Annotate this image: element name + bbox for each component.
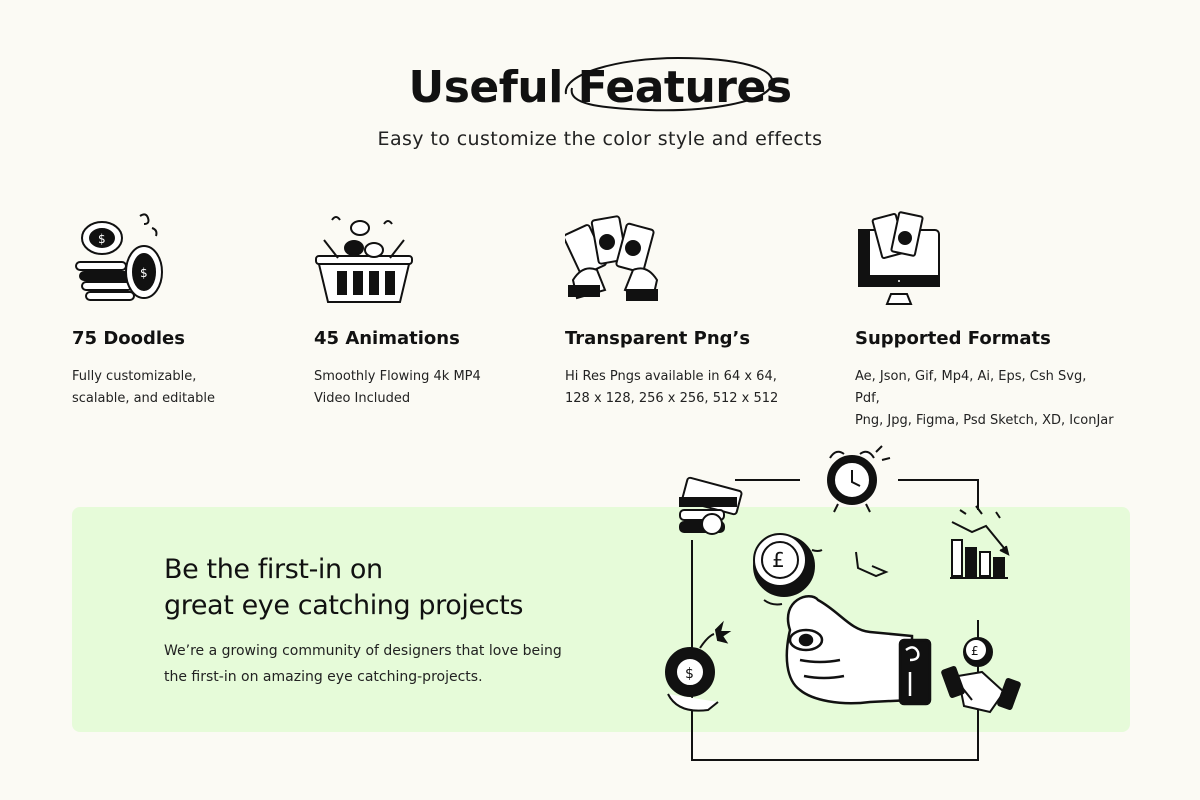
feature-description: Fully customizable, scalable, and editab…: [72, 369, 215, 406]
feature-title: Transparent Png’s: [565, 328, 751, 349]
feature-description: Ae, Json, Gif, Mp4, Ai, Eps, Csh Svg, Pd…: [855, 369, 1114, 428]
feature-title: Supported Formats: [855, 328, 1051, 349]
banner-text-line-1: We’re a growing community of designers t…: [164, 643, 562, 659]
svg-text:$: $: [140, 266, 148, 280]
title-part-2: Features: [577, 62, 792, 113]
banner-heading-line-2: great eye catching projects: [164, 590, 523, 621]
chart-down-icon: [950, 505, 1010, 579]
pound-coin-icon: £: [753, 533, 889, 606]
title-highlight-oval: [565, 56, 774, 112]
page-subtitle: Easy to customize the color style and ef…: [377, 128, 823, 150]
bomb-icon: $: [665, 620, 732, 712]
feature-doodles: $ $ 75 Doodles Fully customizable, scala…: [72, 210, 332, 410]
feature-title: 75 Doodles: [72, 328, 185, 349]
hands-holding-money-icon: [565, 215, 659, 301]
feature-supported-formats: Supported Formats Ae, Json, Gif, Mp4, Ai…: [855, 210, 1115, 432]
banner-heading-line-1: Be the first-in on: [164, 554, 383, 585]
monitor-money-icon: [858, 211, 940, 305]
thumb-flick-hand-icon: [785, 595, 932, 706]
svg-text:$: $: [98, 232, 106, 246]
svg-text:$: $: [685, 666, 694, 682]
banner-heading: Be the first-in on great eye catching pr…: [164, 552, 644, 624]
svg-text:£: £: [971, 644, 979, 658]
feature-transparent-pngs: Transparent Png’s Hi Res Pngs available …: [565, 210, 825, 410]
page-title: Useful Features: [408, 56, 792, 118]
money-stack-icon: [679, 476, 743, 535]
banner-text-line-2: the first-in on amazing eye catching-pro…: [164, 669, 483, 685]
title-part-1: Useful: [408, 62, 563, 113]
feature-description: Smoothly Flowing 4k MP4 Video Included: [314, 369, 481, 406]
coins-stack-icon: $ $: [75, 213, 163, 301]
alarm-clock-icon: [827, 445, 891, 513]
handshake-icon: £: [941, 637, 1021, 714]
feature-description: Hi Res Pngs available in 64 x 64, 128 x …: [565, 369, 779, 406]
feature-title: 45 Animations: [314, 328, 460, 349]
feature-animations: 45 Animations Smoothly Flowing 4k MP4 Vi…: [314, 210, 574, 410]
svg-text:£: £: [772, 548, 785, 572]
banner-text: We’re a growing community of designers t…: [164, 638, 624, 690]
header-section: Useful Features Easy to customize the co…: [0, 56, 1200, 150]
shopping-basket-icon: [315, 216, 413, 303]
